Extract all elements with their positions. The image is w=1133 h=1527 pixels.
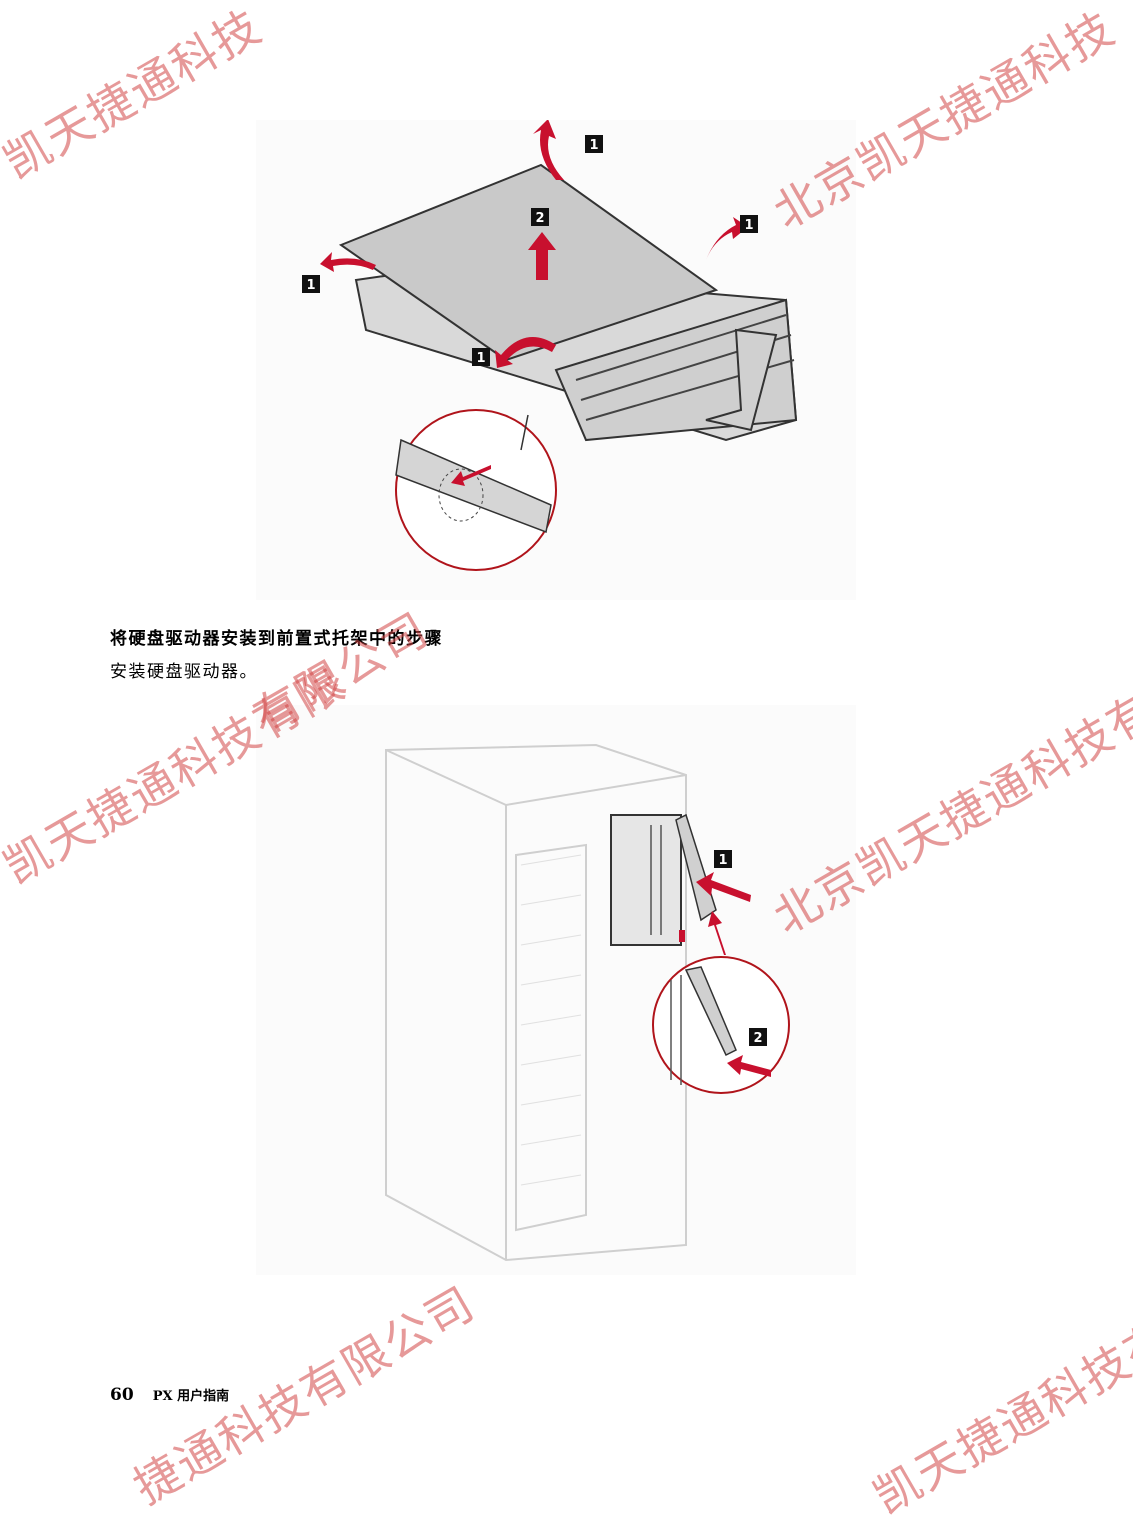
arrow-push-1 [696,872,751,902]
step-text: 安装硬盘驱动器。 [110,662,258,682]
document-title: PX 用户指南 [152,1389,230,1404]
figure-remove-drive: 1 1 1 1 2 [256,120,856,600]
callout-1-top: 1 [589,138,598,153]
watermark: 凯天捷通科技 [0,0,271,190]
page-number: 60 [110,1385,134,1405]
arrow-push-2 [727,1055,771,1077]
page-footer: 60 PX 用户指南 [110,1385,229,1405]
arrow-1-right [706,217,748,260]
chassis-illustration: 1 2 [385,743,790,1262]
callout-1: 1 [718,853,727,868]
section-heading: 将硬盘驱动器安装到前置式托架中的步骤 [110,629,443,649]
callout-1-right: 1 [744,218,753,233]
callout-1-left: 1 [306,278,315,293]
callout-2: 2 [753,1031,762,1046]
callout-2: 2 [535,211,544,226]
arrow-1-bottom [495,337,556,368]
arrow-2-up [528,232,556,280]
figure-install-drive: 1 2 [256,705,856,1275]
callout-1-bottom: 1 [476,351,485,366]
arrow-1-top [533,120,564,180]
arrow-1-left [320,252,376,272]
drive-tray-illustration: 1 1 1 1 2 [302,120,798,571]
watermark: 凯天捷通科技有限 [864,1285,1133,1525]
